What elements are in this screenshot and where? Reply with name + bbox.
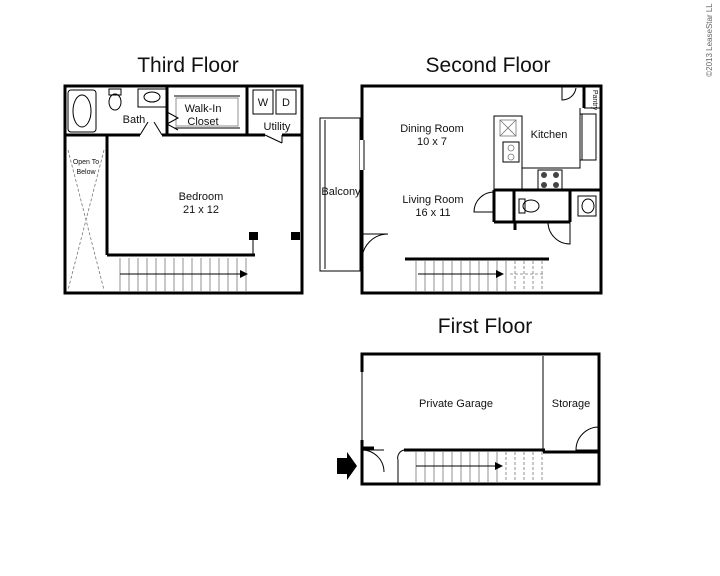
garage-door-opening <box>357 372 365 440</box>
living-room-size: 16 x 11 <box>415 207 450 219</box>
refrigerator-icon <box>581 113 597 161</box>
balcony-swing-door <box>361 233 389 261</box>
first-floor-title: First Floor <box>438 315 533 338</box>
bathtub-icon <box>67 89 97 133</box>
dining-room-size: 10 x 7 <box>417 136 447 148</box>
bath-double-door <box>139 121 163 136</box>
second-floor-title: Second Floor <box>426 54 551 77</box>
first-floor-stairs <box>415 452 543 482</box>
dryer-icon <box>275 89 297 115</box>
vanity-icon <box>137 88 167 108</box>
burner-1 <box>541 172 547 178</box>
powder-toilet-bowl-icon <box>522 199 540 213</box>
dishwasher-mark <box>499 119 517 137</box>
open-below-cross <box>67 149 105 291</box>
sink-drain-1 <box>507 144 515 152</box>
dining-room-label: Dining Room <box>400 123 464 135</box>
living-room-label: Living Room <box>402 194 463 206</box>
closet-swing-door <box>473 191 495 213</box>
balcony-label: Balcony <box>321 186 361 198</box>
toilet-bowl-icon <box>108 93 122 111</box>
sink-drain-2 <box>507 153 515 161</box>
bedroom-label: Bedroom <box>179 191 224 203</box>
powder-room-walls <box>492 190 572 224</box>
burner-3 <box>541 182 547 188</box>
storage-door <box>575 426 600 451</box>
walkin-closet-label-2: Closet <box>187 116 218 128</box>
bath-label: Bath <box>123 114 146 126</box>
bathtub-basin <box>72 94 92 128</box>
copyright-text: ©2013 LeaseStar LL <box>705 3 714 77</box>
stair-arrow-icon-3 <box>495 462 503 470</box>
sink-icon <box>143 91 161 103</box>
burner-2 <box>553 172 559 178</box>
column-block <box>249 232 258 240</box>
third-floor-plan: Third Floor Bath Walk-In Closet W D Util… <box>63 54 304 295</box>
kitchen-label: Kitchen <box>531 129 568 141</box>
powder-toilet-tank-icon <box>518 198 526 214</box>
walkin-closet-label-1: Walk-In <box>185 103 222 115</box>
entry-door <box>361 449 385 473</box>
utility-door <box>264 134 283 144</box>
washer-label: W <box>258 97 269 109</box>
open-below-label-2: Below <box>76 169 96 176</box>
toilet-tank-icon <box>108 88 122 96</box>
balcony-outline <box>319 117 361 272</box>
powder-sink-icon <box>581 198 595 214</box>
third-floor-outline <box>63 84 304 295</box>
powder-vanity-icon <box>577 195 597 217</box>
dishwasher-icon <box>499 119 517 137</box>
private-garage-label: Private Garage <box>419 398 493 410</box>
third-floor-title: Third Floor <box>137 54 239 77</box>
bedroom-size: 21 x 12 <box>183 204 219 216</box>
closet-door-icon <box>166 111 180 131</box>
washer-icon <box>252 89 274 115</box>
pantry-label: Pantry <box>591 90 598 111</box>
dryer-label: D <box>282 97 290 109</box>
range-icon <box>537 169 563 191</box>
open-below-label-1: Open To <box>73 159 99 166</box>
closet-shelf <box>175 97 239 127</box>
stair-arrow-icon-2 <box>496 270 504 278</box>
burner-4 <box>553 182 559 188</box>
utility-label: Utility <box>264 121 291 133</box>
first-floor-plan: First Floor Private Garage Storage <box>337 315 601 486</box>
stair-rail-curve <box>397 449 405 484</box>
stair-arrow-icon <box>240 270 248 278</box>
pantry-door <box>561 86 601 109</box>
powder-room-door <box>547 221 571 245</box>
storage-label: Storage <box>552 398 591 410</box>
column-block-2 <box>291 232 300 240</box>
second-floor-stairs <box>415 261 543 291</box>
second-floor-plan: Second Floor Balcony Dining Room 10 x 7 … <box>319 54 603 295</box>
entry-arrow-icon <box>337 452 357 480</box>
kitchen-sink-icon <box>502 141 520 163</box>
kitchen-island <box>493 115 523 191</box>
